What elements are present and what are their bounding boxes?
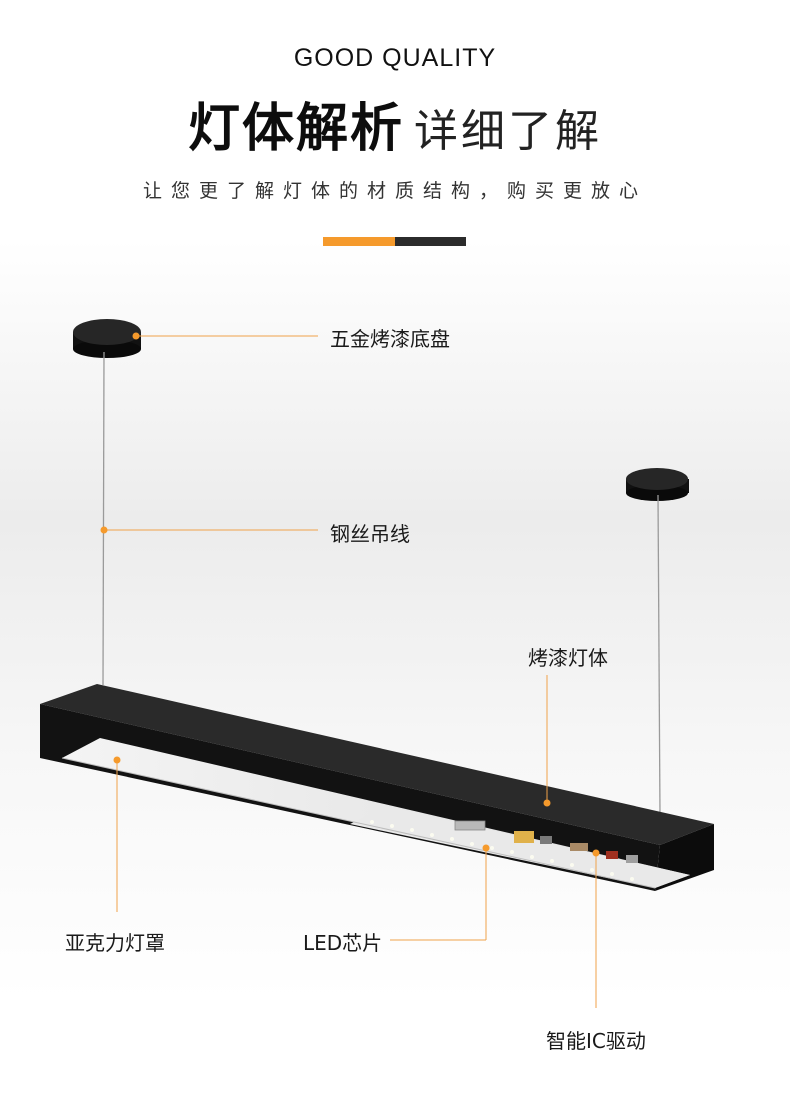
callout-dots <box>100 332 600 857</box>
callout-body: 烤漆灯体 <box>528 646 608 670</box>
callout-driver: 智能IC驱动 <box>546 1029 646 1053</box>
callout-lines <box>104 335 597 1008</box>
divider-dark <box>395 237 466 246</box>
title-sub: 详细了解 <box>414 106 602 157</box>
callout-wire: 钢丝吊线 <box>330 522 410 546</box>
canopy-right <box>626 468 689 501</box>
callout-diffuser: 亚克力灯罩 <box>65 931 165 955</box>
driver-components <box>454 820 638 863</box>
callout-canopy: 五金烤漆底盘 <box>330 327 450 351</box>
led-chips <box>370 820 634 881</box>
light-body <box>40 684 714 891</box>
canopy-left <box>73 319 141 358</box>
tagline: 让您更了解灯体的材质结构，购买更放心 <box>142 180 647 202</box>
wire-left <box>102 351 105 686</box>
page-title: 灯体解析详细了解 <box>0 86 790 161</box>
subtitle-english: GOOD QUALITY <box>293 44 497 72</box>
divider-accent <box>323 237 395 246</box>
title-main: 灯体解析 <box>187 99 404 159</box>
wire-right <box>657 494 661 816</box>
callout-led: LED芯片 <box>303 931 383 955</box>
